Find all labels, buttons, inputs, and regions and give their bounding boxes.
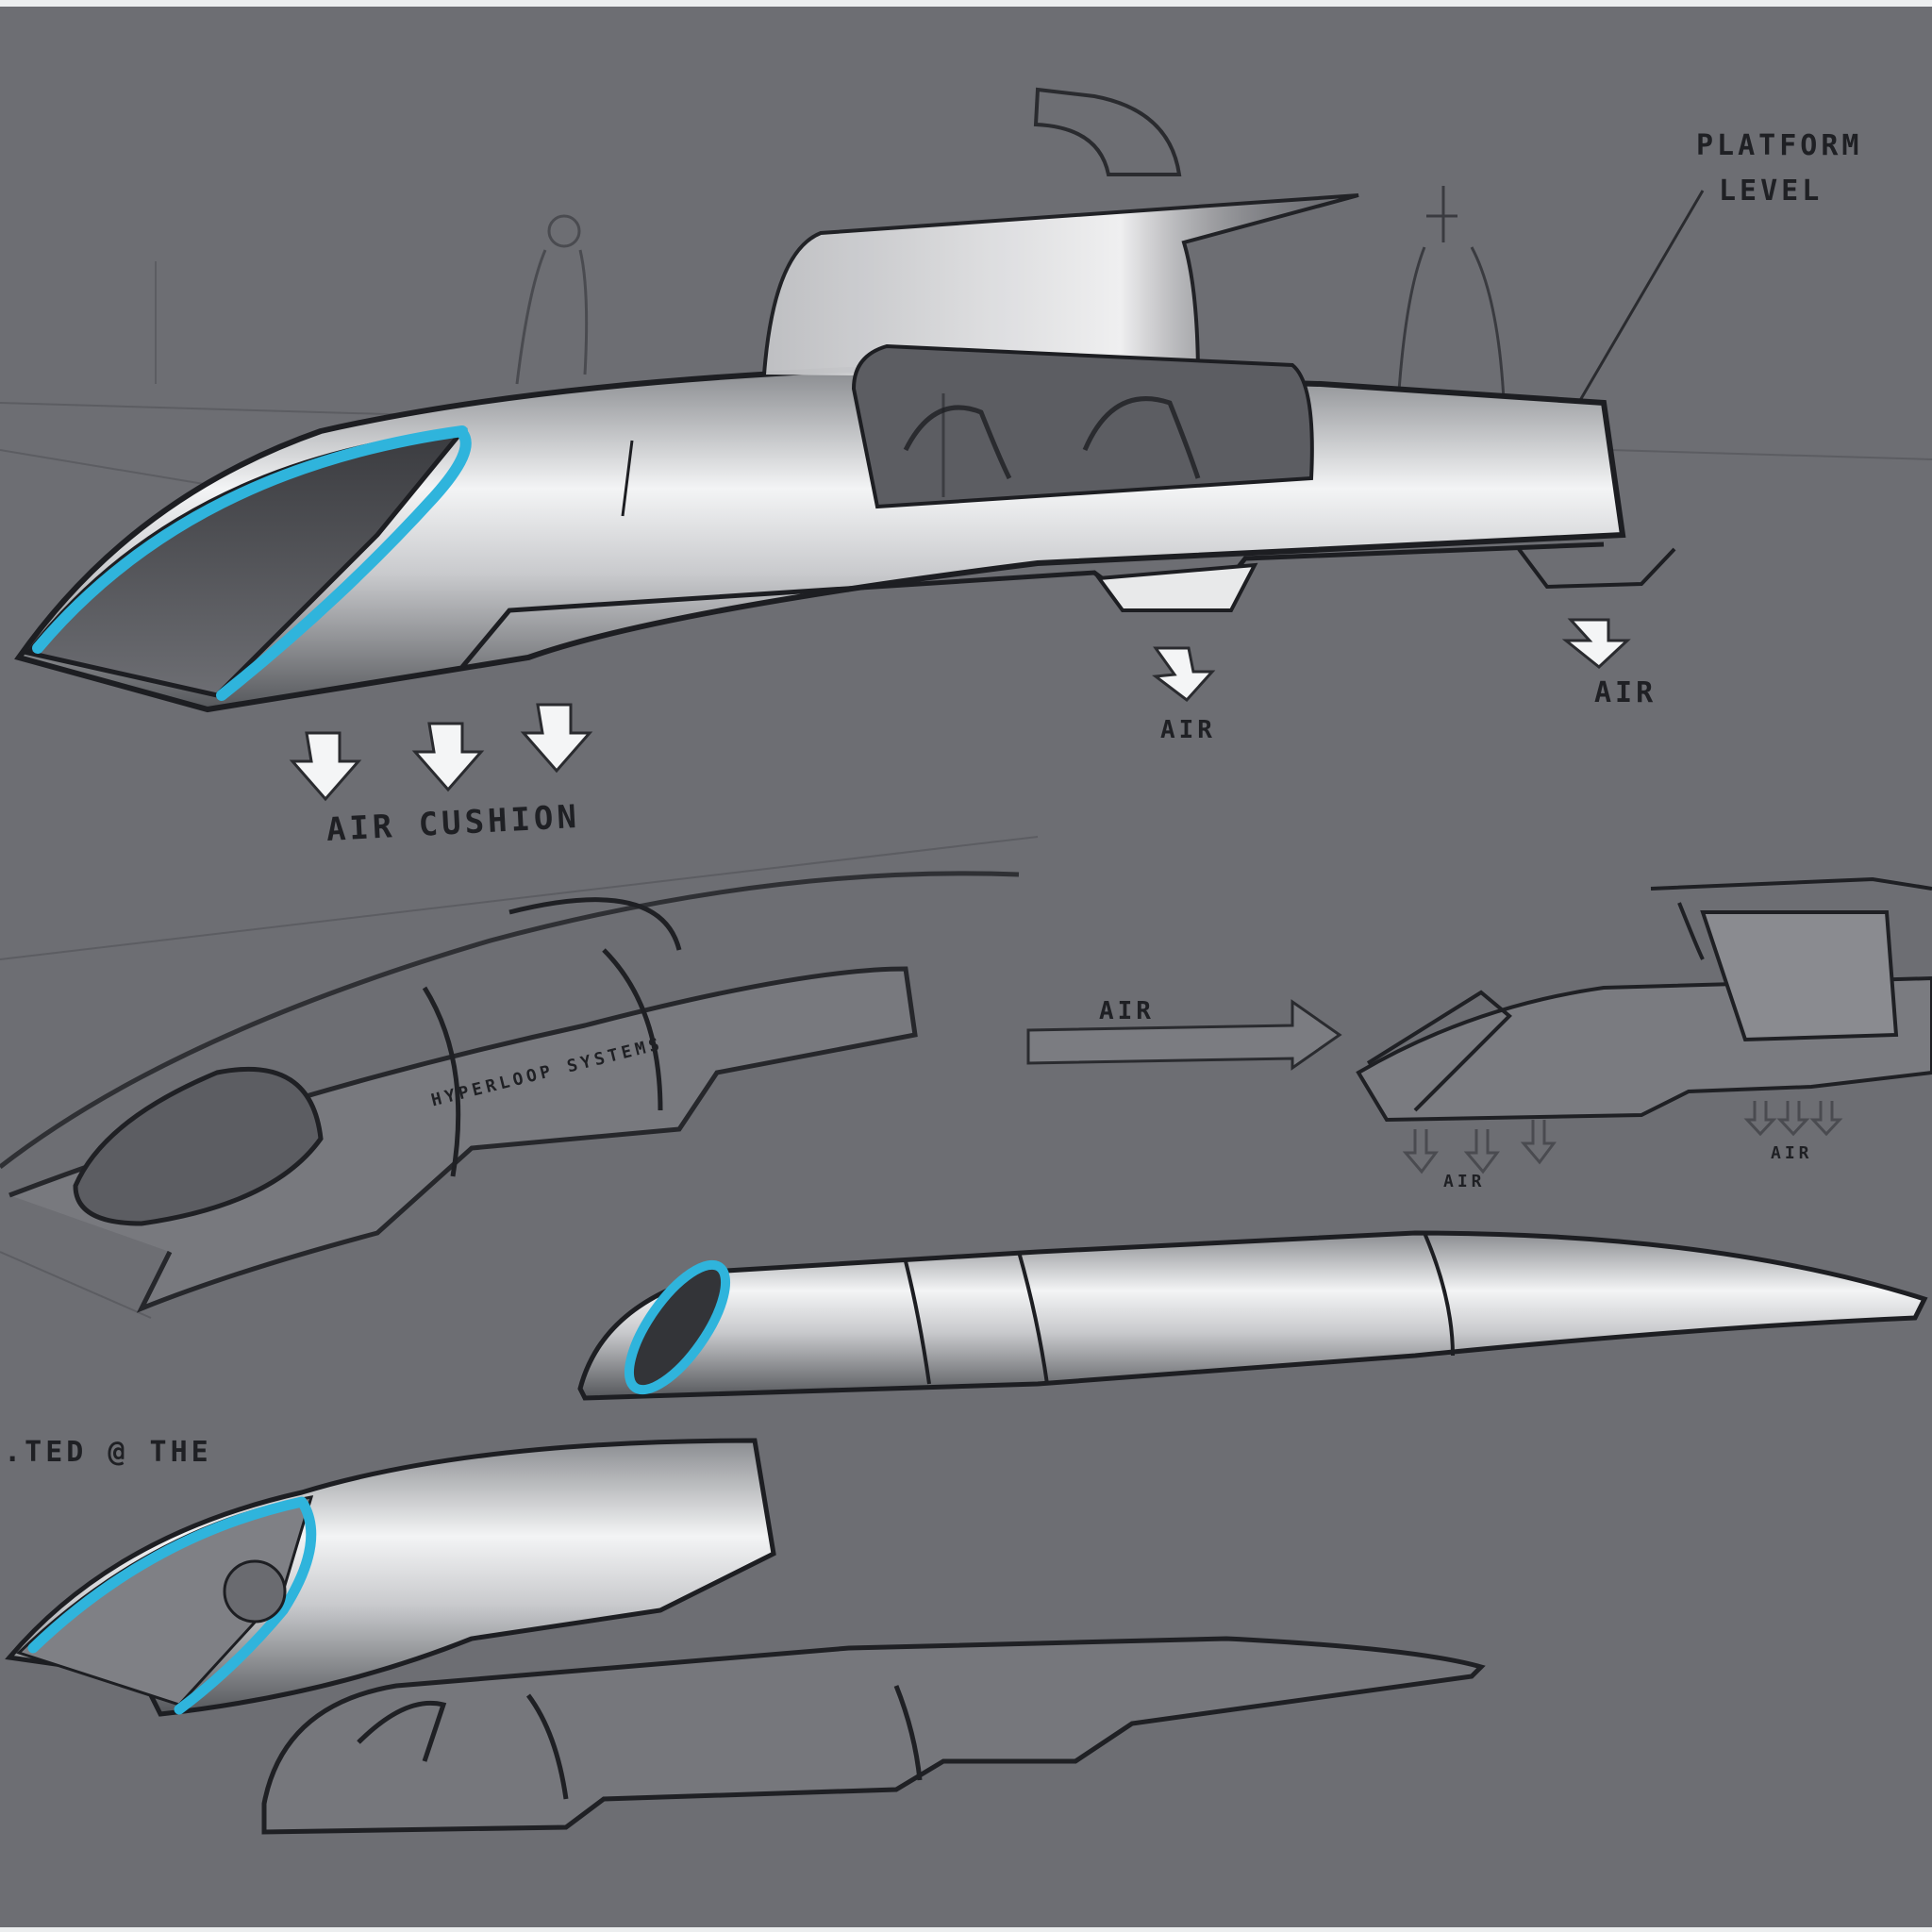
- pod-main-top: [14, 193, 1676, 713]
- pod-outline-bottom: [261, 1636, 1486, 1835]
- pod-wireframe-mid: [0, 871, 1020, 1313]
- air-flow-arrow: [1026, 999, 1342, 1071]
- label-platform-level-1: PLATFORM: [1696, 129, 1863, 162]
- label-air-small-right: AIR: [1771, 1143, 1813, 1163]
- pod-front-bottom: [5, 1438, 776, 1717]
- label-air-top-mid: AIR: [1160, 716, 1216, 744]
- air-arrows-small: [1402, 1101, 1843, 1174]
- human-figure-left: [515, 214, 589, 385]
- air-arrow-right: [1561, 618, 1631, 669]
- door-detail-sketch: [1033, 87, 1182, 176]
- pod-small-right: [1356, 876, 1932, 1123]
- label-air-flow: AIR: [1099, 997, 1155, 1025]
- pod-long-side: [577, 1230, 1928, 1401]
- sketch-canvas: PLATFORM LEVEL AIR CUSHION AIR AIR AIR A…: [0, 7, 1932, 1927]
- sketch-drawing: [0, 87, 1932, 1835]
- label-air-small-left: AIR: [1443, 1172, 1486, 1191]
- air-cushion-arrows: [289, 703, 593, 802]
- label-platform-level-2: LEVEL: [1719, 175, 1824, 208]
- air-arrow-mid: [1152, 646, 1216, 703]
- label-air-top-right: AIR: [1594, 676, 1657, 709]
- label-partial-note: ...TED @ THE: [0, 1436, 212, 1469]
